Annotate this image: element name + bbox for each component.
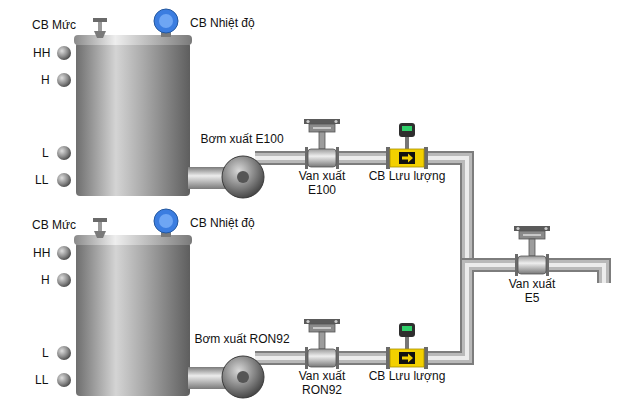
pipe-stroke	[349, 153, 365, 163]
level-mark: H	[41, 73, 50, 87]
pipe-stroke	[349, 353, 365, 363]
pipe-stroke	[449, 158, 503, 265]
component-label: Van xuất E100	[295, 169, 349, 197]
valve-node: Van xuất RON92	[295, 313, 349, 401]
component-label: Bơm xuất RON92	[193, 332, 291, 346]
pipe-stroke	[291, 356, 295, 360]
pipe-connector	[291, 358, 295, 359]
valve-node: Van xuất E100	[295, 113, 349, 201]
pipe-stroke	[349, 156, 365, 160]
valve-node: Van xuất E5	[503, 218, 561, 302]
component-label: CB Lưu lượng	[365, 369, 449, 383]
pump-node: Bơm xuất E100	[193, 130, 291, 202]
level-mark: HH	[33, 46, 50, 60]
level-mark: L	[42, 146, 49, 160]
level-mark: L	[42, 346, 49, 360]
component-label: CB Lưu lượng	[365, 169, 449, 183]
level-mark: HH	[33, 246, 50, 260]
sensor-label: CB Mức	[32, 218, 76, 232]
sensor-label: CB Nhiệt độ	[190, 216, 255, 230]
upper-unit	[57, 9, 449, 198]
component-label: Van xuất E5	[503, 277, 561, 305]
pipe-stroke	[291, 156, 295, 160]
pump-node: Bơm xuất RON92	[193, 330, 291, 402]
pipe-stroke	[291, 353, 295, 363]
flow-sensor-node: CB Lưu lượng	[365, 320, 449, 390]
pipe-stroke	[291, 351, 295, 365]
sensor-label: CB Nhiệt độ	[190, 16, 255, 30]
component-label: Van xuất RON92	[295, 369, 349, 397]
lower-unit	[57, 209, 449, 398]
pipe-stroke	[449, 158, 503, 265]
pipe-stroke	[349, 151, 365, 165]
level-mark: LL	[35, 373, 48, 387]
pipe-stroke	[349, 351, 365, 365]
pipe-connector	[449, 158, 503, 265]
pipe-stroke	[291, 151, 295, 165]
level-mark: H	[41, 273, 50, 287]
e5-pipe	[503, 226, 604, 283]
pipe-stroke	[449, 265, 503, 358]
pipe-stroke	[349, 356, 365, 360]
pipe-connector	[291, 158, 295, 159]
pipe-connector	[449, 265, 503, 358]
pipe-connector	[349, 358, 365, 359]
component-label: Bơm xuất E100	[193, 132, 291, 146]
pipe-stroke	[291, 153, 295, 163]
pipe-stroke	[449, 265, 503, 358]
pipe-connector	[349, 158, 365, 159]
level-mark: LL	[35, 173, 48, 187]
pipe-stroke	[449, 265, 503, 358]
pipe-stroke	[449, 158, 503, 265]
flow-sensor-node: CB Lưu lượng	[365, 120, 449, 190]
sensor-label: CB Mức	[32, 18, 76, 32]
